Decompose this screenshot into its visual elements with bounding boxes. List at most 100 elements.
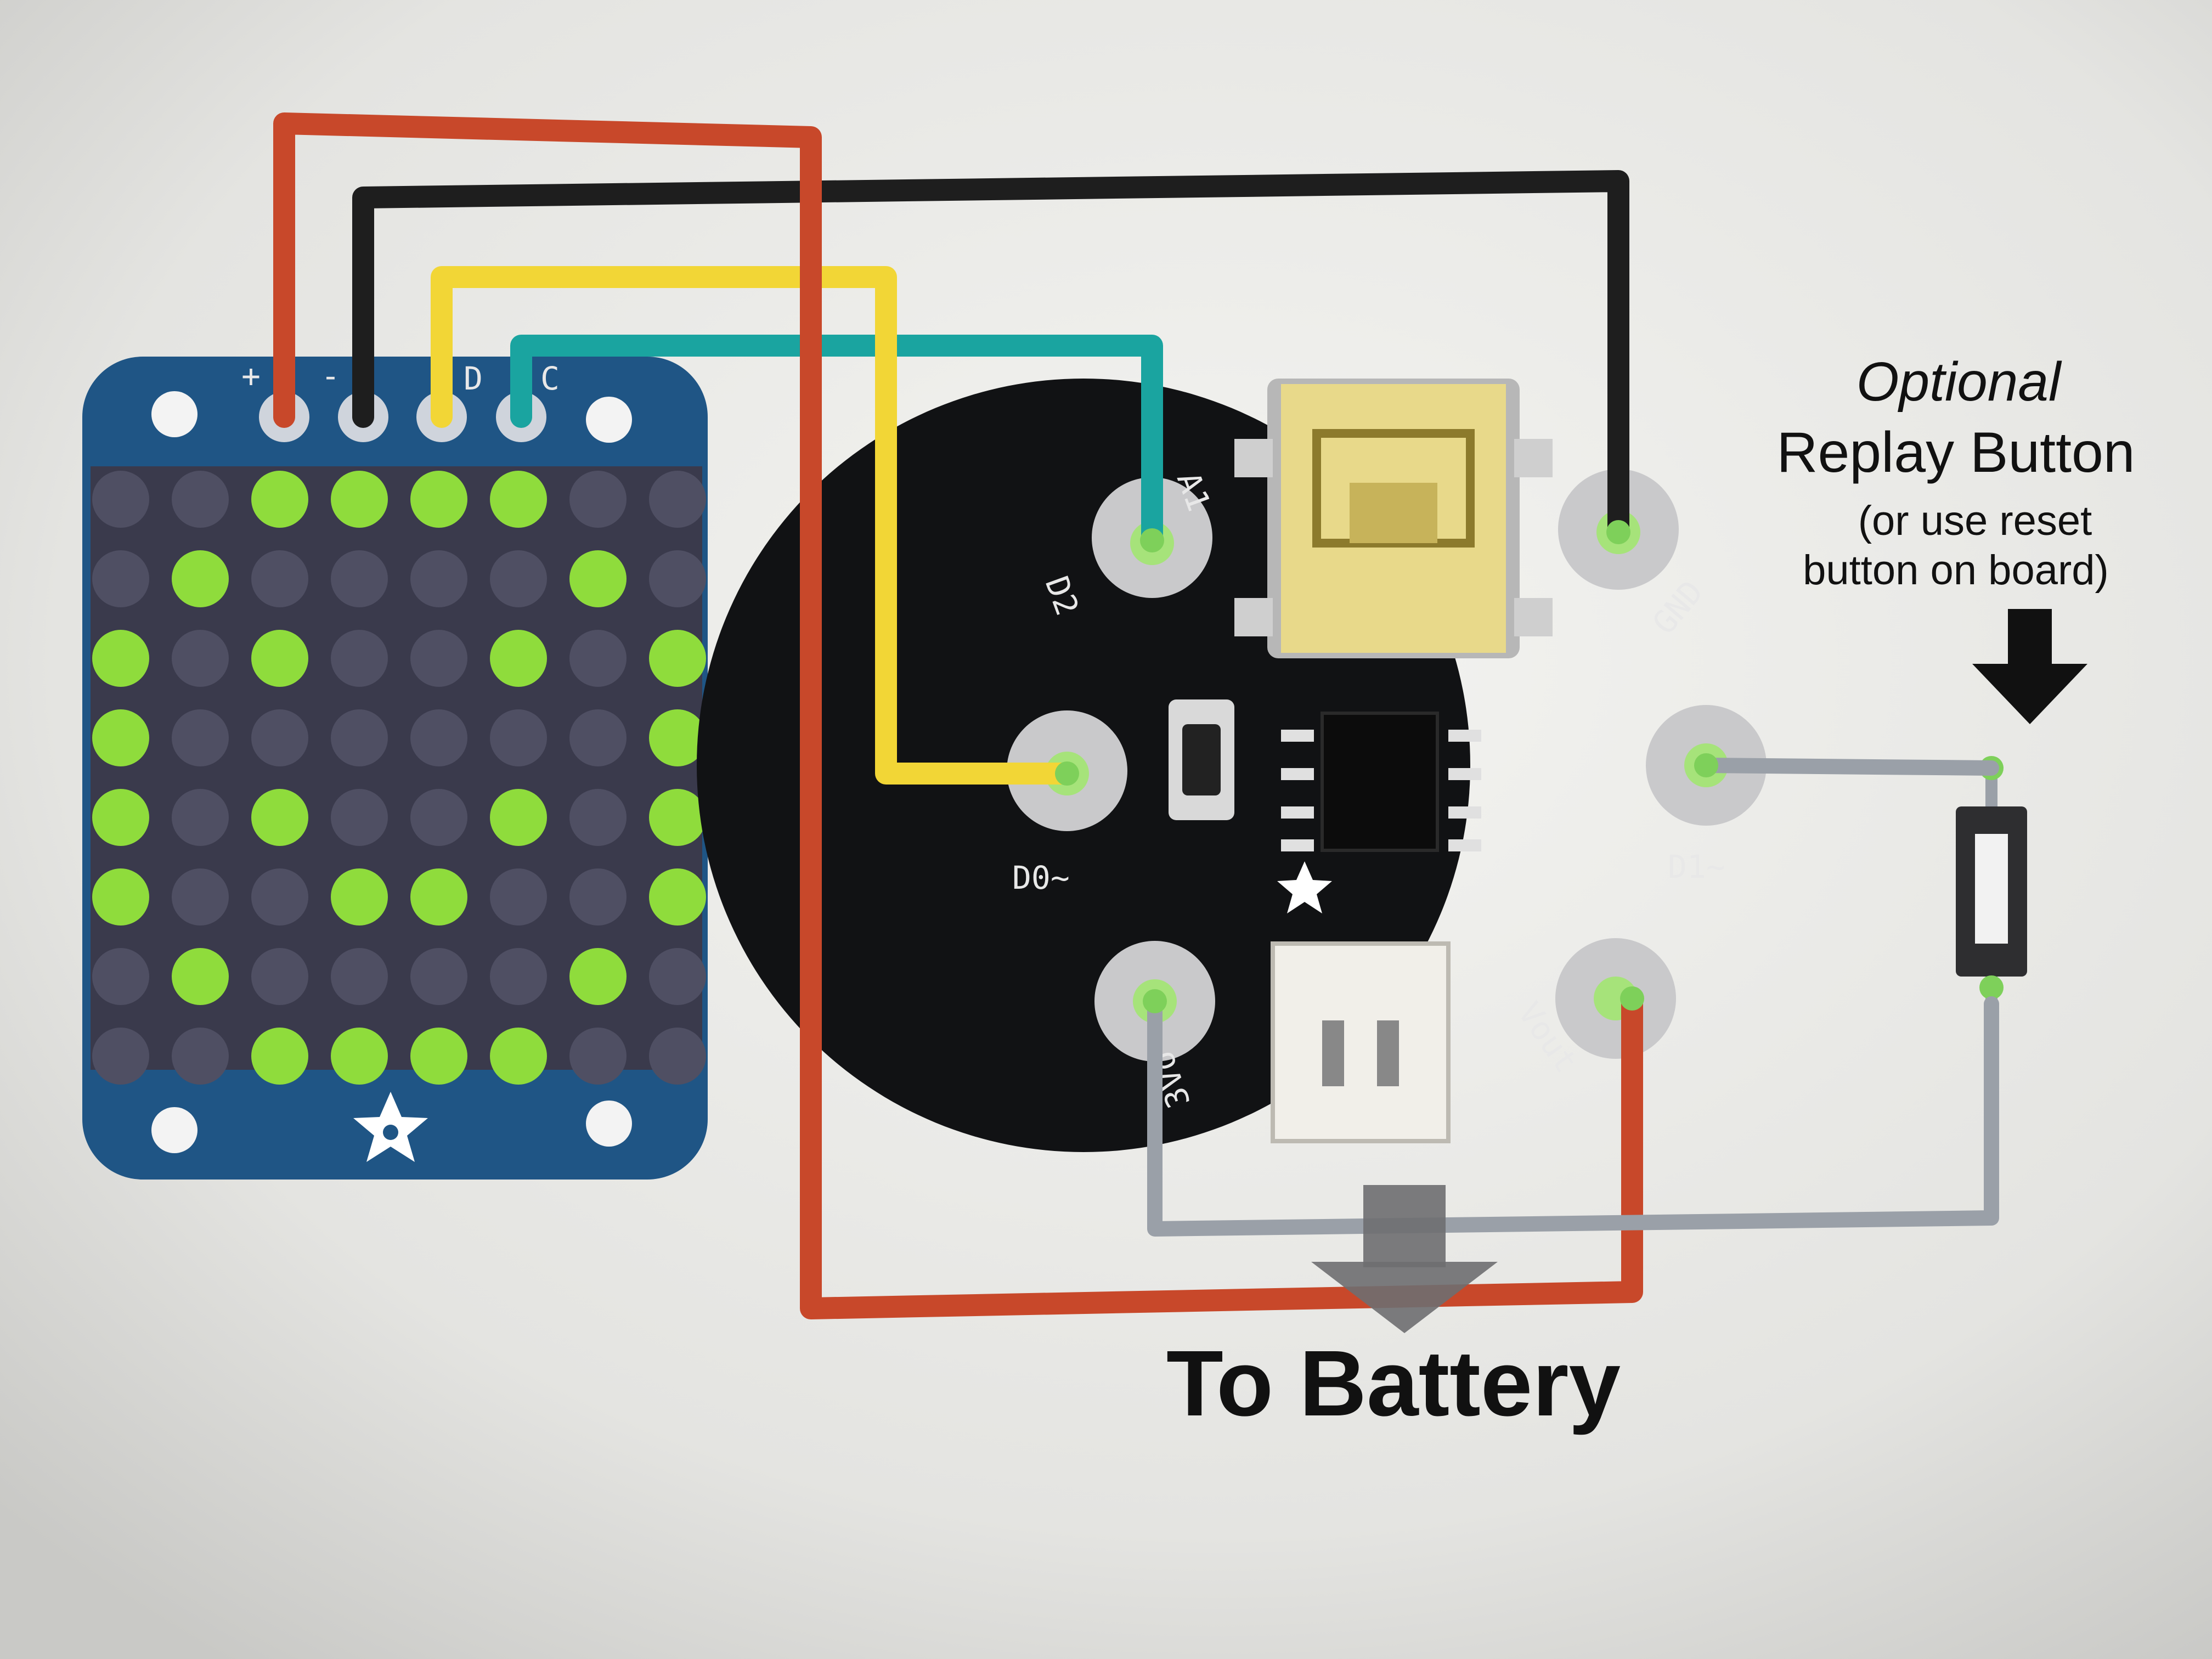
- header-label-data: D: [464, 360, 483, 397]
- adafruit-star-icon: [1277, 861, 1332, 913]
- led-off: [649, 550, 706, 607]
- led-off: [251, 709, 308, 766]
- mounting-hole: [151, 391, 198, 437]
- led-on: [490, 630, 547, 687]
- led-off: [172, 1028, 229, 1085]
- led-on: [410, 1028, 467, 1085]
- led-on: [410, 868, 467, 926]
- battery-label: To Battery: [1166, 1331, 1621, 1436]
- led-on: [251, 789, 308, 846]
- led-on: [649, 709, 706, 766]
- chip-pins: [1281, 730, 1481, 851]
- battery-connector-slot: [1377, 1020, 1399, 1086]
- led-off: [569, 709, 627, 766]
- led-on: [251, 471, 308, 528]
- button-note-line1: (or use reset: [1858, 498, 2092, 544]
- led-off: [331, 789, 388, 846]
- led-off: [410, 630, 467, 687]
- led-off: [490, 948, 547, 1005]
- led-on: [649, 868, 706, 926]
- button-title-italic: Optional: [1857, 351, 2062, 413]
- led-on: [410, 471, 467, 528]
- led-on: [490, 471, 547, 528]
- led-off: [172, 630, 229, 687]
- led-off: [410, 550, 467, 607]
- led-on: [172, 948, 229, 1005]
- led-grid: [92, 471, 706, 1085]
- led-off: [172, 868, 229, 926]
- led-off: [569, 789, 627, 846]
- led-on: [172, 550, 229, 607]
- wire-endpoints: [1055, 520, 1718, 1013]
- led-on: [331, 868, 388, 926]
- usb-socket-inner: [1350, 483, 1437, 543]
- pin-label-d1: D1~: [1668, 848, 1725, 885]
- arrow-down-icon: [1972, 609, 2087, 724]
- battery-connector: [1271, 941, 1451, 1143]
- led-off: [331, 550, 388, 607]
- led-off: [490, 709, 547, 766]
- led-off: [569, 630, 627, 687]
- button-title: Replay Button: [1776, 421, 2135, 484]
- led-on: [649, 630, 706, 687]
- led-off: [251, 550, 308, 607]
- led-on: [490, 789, 547, 846]
- led-on: [569, 948, 627, 1005]
- led-off: [92, 550, 149, 607]
- usb-tab: [1234, 598, 1273, 636]
- led-matrix-board: + - D C: [82, 357, 708, 1180]
- reset-button-cap: [1182, 724, 1221, 795]
- wire-ground: [352, 170, 1629, 543]
- microcontroller-chip: [1321, 712, 1439, 852]
- led-off: [649, 948, 706, 1005]
- wire-data: [431, 266, 1078, 785]
- button-cap: [1975, 834, 2008, 944]
- led-on: [569, 550, 627, 607]
- led-off: [410, 709, 467, 766]
- led-off: [490, 868, 547, 926]
- led-off: [251, 948, 308, 1005]
- led-off: [331, 948, 388, 1005]
- header-label-plus: +: [241, 357, 261, 394]
- led-on: [331, 471, 388, 528]
- led-off: [649, 471, 706, 528]
- led-on: [92, 789, 149, 846]
- header-label-clock: C: [540, 360, 560, 397]
- header-label-minus: -: [321, 357, 340, 394]
- adafruit-star-icon: [353, 1092, 428, 1162]
- wire-clock: [510, 335, 1163, 551]
- led-on: [92, 630, 149, 687]
- battery-connector-slot: [1322, 1020, 1344, 1086]
- led-off: [92, 948, 149, 1005]
- led-on: [251, 630, 308, 687]
- led-off: [410, 789, 467, 846]
- led-on: [251, 1028, 308, 1085]
- usb-tab: [1514, 598, 1553, 636]
- led-on: [92, 868, 149, 926]
- led-on: [490, 1028, 547, 1085]
- led-on: [92, 709, 149, 766]
- pin-label-d0: D0~: [1012, 859, 1070, 896]
- arrow-down-icon: [1311, 1185, 1498, 1333]
- led-off: [649, 1028, 706, 1085]
- mounting-hole: [586, 1101, 632, 1147]
- led-off: [490, 550, 547, 607]
- led-off: [410, 948, 467, 1005]
- wires: [273, 112, 1999, 1319]
- led-on: [331, 1028, 388, 1085]
- led-off: [172, 709, 229, 766]
- led-off: [569, 471, 627, 528]
- push-button-icon: [1956, 756, 2027, 1004]
- led-off: [172, 789, 229, 846]
- button-note-line2: button on board): [1803, 547, 2109, 594]
- wire-button-return: [1147, 994, 1999, 1237]
- led-off: [331, 709, 388, 766]
- mounting-hole: [151, 1107, 198, 1153]
- led-off: [92, 1028, 149, 1085]
- led-off: [331, 630, 388, 687]
- led-off: [251, 868, 308, 926]
- led-off: [569, 1028, 627, 1085]
- wire-button-signal: [1699, 758, 1999, 776]
- mounting-hole: [586, 397, 632, 443]
